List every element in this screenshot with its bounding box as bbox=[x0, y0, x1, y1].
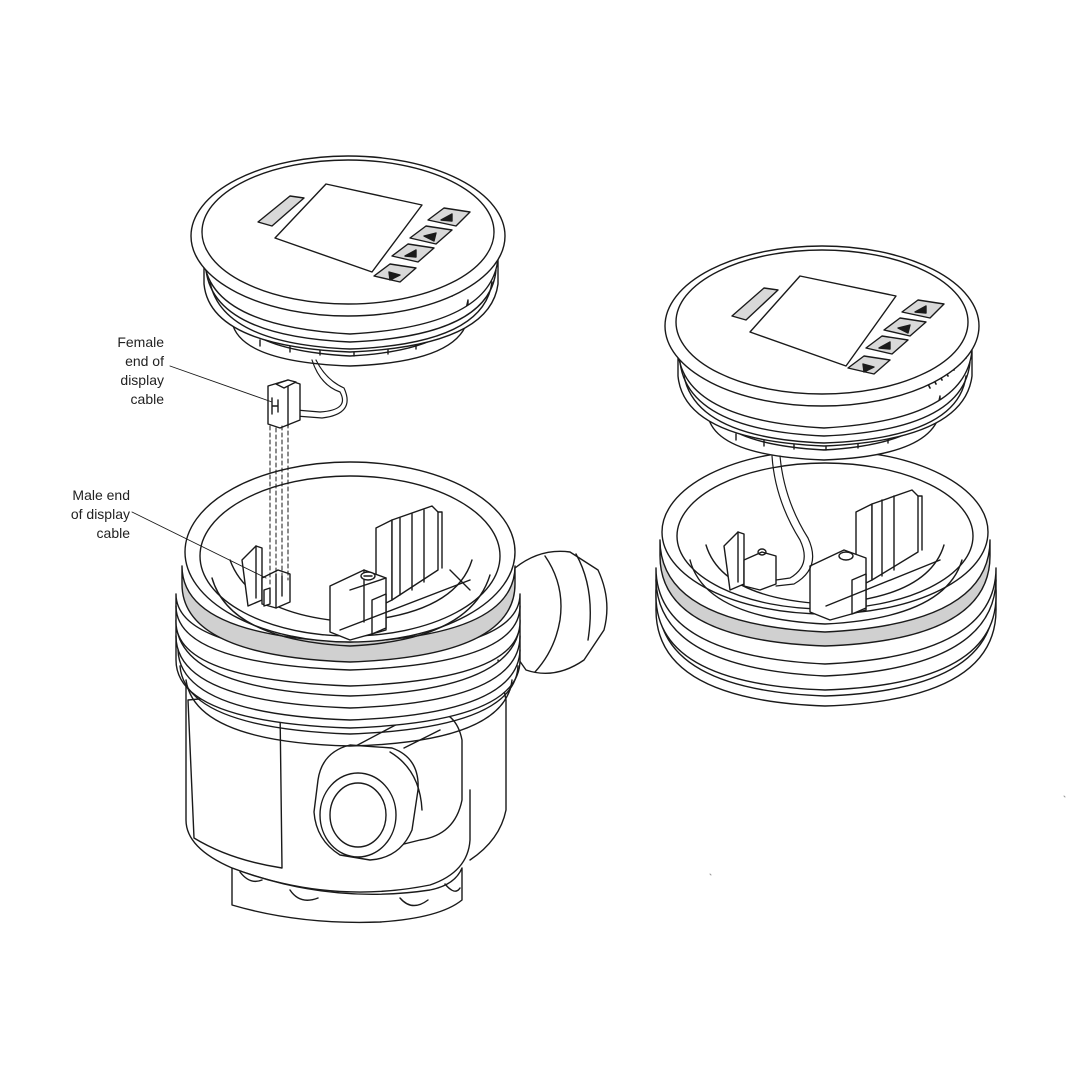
female-display-connector bbox=[267, 379, 301, 429]
display-lcd-window bbox=[274, 183, 423, 273]
housing-thread-rings bbox=[175, 565, 521, 747]
terminal-block bbox=[329, 505, 471, 641]
side-conduit-flats bbox=[534, 553, 591, 673]
female-end-label: Female end of display cable bbox=[80, 333, 164, 409]
side-conduit-fitting bbox=[511, 550, 608, 674]
housing-base bbox=[231, 867, 463, 924]
housing-body-right-edge bbox=[469, 659, 507, 861]
right-housing-gasket bbox=[659, 539, 991, 647]
cable-gland bbox=[313, 710, 463, 861]
female-end-label-line-4: cable bbox=[130, 391, 164, 407]
female-end-label-line-2: end of bbox=[125, 353, 164, 369]
alignment-dashed-lines bbox=[269, 423, 289, 587]
left-display-cable bbox=[295, 359, 348, 419]
right-display-cable bbox=[771, 455, 814, 587]
male-leader-line bbox=[131, 511, 267, 579]
housing-gasket bbox=[181, 565, 516, 663]
female-end-label-line-1: Female bbox=[117, 334, 164, 350]
right-display-module bbox=[664, 245, 980, 587]
male-end-label-line-2: of display bbox=[70, 506, 130, 522]
male-end-label-line-1: Male end bbox=[72, 487, 130, 503]
male-end-label-line-3: cable bbox=[96, 525, 130, 541]
housing-window-panel bbox=[187, 697, 283, 869]
female-end-label-line-3: display bbox=[120, 372, 164, 388]
left-housing bbox=[175, 461, 608, 924]
display-keys bbox=[373, 207, 471, 283]
female-leader-line bbox=[169, 365, 273, 403]
housing-base-lugs bbox=[239, 871, 461, 907]
male-display-connector bbox=[241, 545, 291, 609]
male-end-label: Male end of display cable bbox=[40, 486, 130, 543]
right-housing bbox=[655, 449, 997, 707]
left-display-module bbox=[190, 155, 506, 587]
display-label-strip bbox=[257, 195, 305, 227]
